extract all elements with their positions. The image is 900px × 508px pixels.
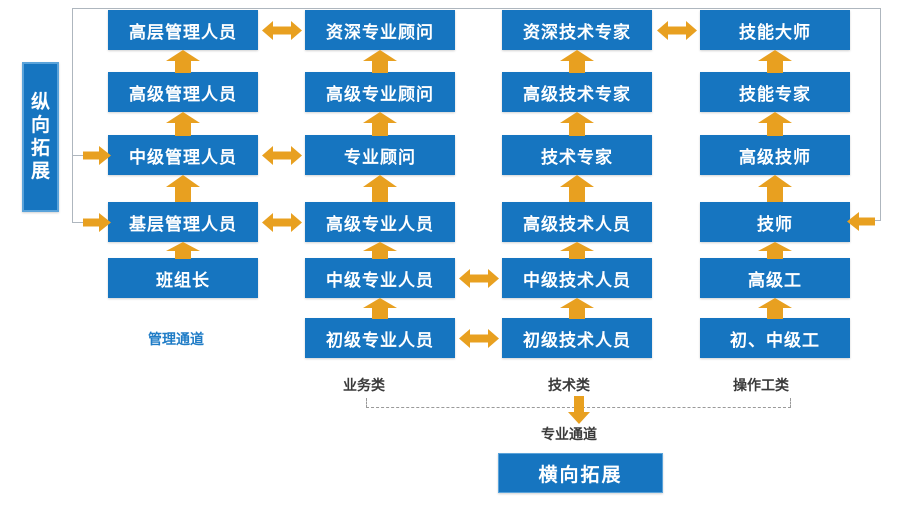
role-box-technical-3[interactable]: 技术专家	[502, 135, 652, 175]
frame-left-branch-mid	[72, 155, 86, 156]
frame-left-branch-low	[72, 222, 86, 223]
arrow-up-icon	[560, 50, 594, 73]
arrow-left-right-icon	[262, 213, 302, 232]
role-box-technical-6[interactable]: 初级技术人员	[502, 318, 652, 358]
role-box-professional-4[interactable]: 高级专业人员	[305, 202, 455, 242]
bracket-left-tick	[366, 398, 367, 408]
arrow-up-icon	[560, 112, 594, 136]
role-label: 初、中级工	[730, 330, 820, 351]
role-label: 高级技术人员	[523, 214, 631, 235]
role-label: 中级管理人员	[129, 147, 237, 168]
role-label: 高级专业顾问	[326, 84, 434, 105]
category-label-text: 业务类	[343, 378, 385, 394]
arrow-up-icon	[166, 175, 200, 202]
channel-label-text: 管理通道	[148, 332, 204, 348]
category-label-technical: 技术类	[548, 375, 590, 395]
role-box-technical-5[interactable]: 中级技术人员	[502, 258, 652, 298]
role-box-management-3[interactable]: 中级管理人员	[108, 135, 258, 175]
arrow-up-icon	[363, 242, 397, 259]
vertical-expansion-label: 纵向拓展	[31, 90, 53, 183]
frame-top-line	[72, 8, 881, 9]
role-label: 班组长	[156, 270, 210, 291]
bracket-label: 专业通道	[541, 424, 597, 444]
role-label: 基层管理人员	[129, 214, 237, 235]
role-box-operator-4[interactable]: 技师	[700, 202, 850, 242]
category-label-professional: 业务类	[343, 375, 385, 395]
arrow-up-icon	[560, 242, 594, 259]
category-label-text: 技术类	[548, 378, 590, 394]
role-label: 资深技术专家	[523, 22, 631, 43]
arrow-right-icon	[83, 213, 111, 232]
arrow-up-icon	[363, 50, 397, 73]
arrow-left-right-icon	[262, 21, 302, 40]
role-box-professional-5[interactable]: 中级专业人员	[305, 258, 455, 298]
role-box-operator-2[interactable]: 技能专家	[700, 72, 850, 112]
arrow-right-icon	[83, 146, 111, 165]
arrow-up-icon	[758, 242, 792, 259]
role-box-management-1[interactable]: 高层管理人员	[108, 10, 258, 50]
channel-label-management: 管理通道	[148, 329, 204, 349]
role-label: 技师	[757, 214, 793, 235]
arrow-left-right-icon	[262, 146, 302, 165]
role-label: 技能大师	[739, 22, 811, 43]
role-label: 高层管理人员	[129, 22, 237, 43]
arrow-up-icon	[758, 112, 792, 136]
role-label: 初级技术人员	[523, 330, 631, 351]
arrow-up-icon	[560, 175, 594, 202]
arrow-up-icon	[166, 112, 200, 136]
arrow-left-right-icon	[459, 329, 499, 348]
role-label: 中级专业人员	[326, 270, 434, 291]
role-label: 高级技术专家	[523, 84, 631, 105]
arrow-up-icon	[166, 242, 200, 259]
role-box-professional-1[interactable]: 资深专业顾问	[305, 10, 455, 50]
role-label: 技能专家	[739, 84, 811, 105]
role-label: 高级专业人员	[326, 214, 434, 235]
role-box-operator-5[interactable]: 高级工	[700, 258, 850, 298]
arrow-left-icon	[847, 212, 875, 231]
arrow-up-icon	[560, 298, 594, 319]
category-label-text: 操作工类	[733, 378, 789, 394]
arrow-up-icon	[758, 175, 792, 202]
role-box-management-2[interactable]: 高级管理人员	[108, 72, 258, 112]
role-label: 高级技师	[739, 147, 811, 168]
arrow-down-icon	[568, 396, 590, 424]
arrow-up-icon	[363, 298, 397, 319]
vertical-expansion-banner: 纵向拓展	[22, 62, 59, 212]
frame-right-line	[880, 8, 881, 220]
role-box-technical-1[interactable]: 资深技术专家	[502, 10, 652, 50]
role-box-operator-6[interactable]: 初、中级工	[700, 318, 850, 358]
arrow-up-icon	[166, 50, 200, 73]
arrow-left-right-icon	[459, 269, 499, 288]
role-label: 初级专业人员	[326, 330, 434, 351]
arrow-left-right-icon	[657, 21, 697, 40]
arrow-up-icon	[758, 50, 792, 73]
category-label-operator: 操作工类	[733, 375, 789, 395]
role-label: 技术专家	[541, 147, 613, 168]
role-box-professional-6[interactable]: 初级专业人员	[305, 318, 455, 358]
arrow-up-icon	[363, 175, 397, 202]
role-box-professional-2[interactable]: 高级专业顾问	[305, 72, 455, 112]
arrow-up-icon	[758, 298, 792, 319]
role-box-professional-3[interactable]: 专业顾问	[305, 135, 455, 175]
role-label: 高级工	[748, 270, 802, 291]
role-box-management-5[interactable]: 班组长	[108, 258, 258, 298]
arrow-up-icon	[363, 112, 397, 136]
bracket-label-text: 专业通道	[541, 427, 597, 443]
horizontal-expansion-label: 横向拓展	[538, 463, 623, 486]
role-box-technical-2[interactable]: 高级技术专家	[502, 72, 652, 112]
role-label: 资深专业顾问	[326, 22, 434, 43]
role-label: 专业顾问	[344, 147, 416, 168]
bracket-right-tick	[790, 398, 791, 408]
role-box-operator-3[interactable]: 高级技师	[700, 135, 850, 175]
role-label: 中级技术人员	[523, 270, 631, 291]
frame-left-line	[72, 8, 73, 223]
horizontal-expansion-banner: 横向拓展	[498, 453, 663, 493]
role-label: 高级管理人员	[129, 84, 237, 105]
role-box-operator-1[interactable]: 技能大师	[700, 10, 850, 50]
role-box-technical-4[interactable]: 高级技术人员	[502, 202, 652, 242]
role-box-management-4[interactable]: 基层管理人员	[108, 202, 258, 242]
